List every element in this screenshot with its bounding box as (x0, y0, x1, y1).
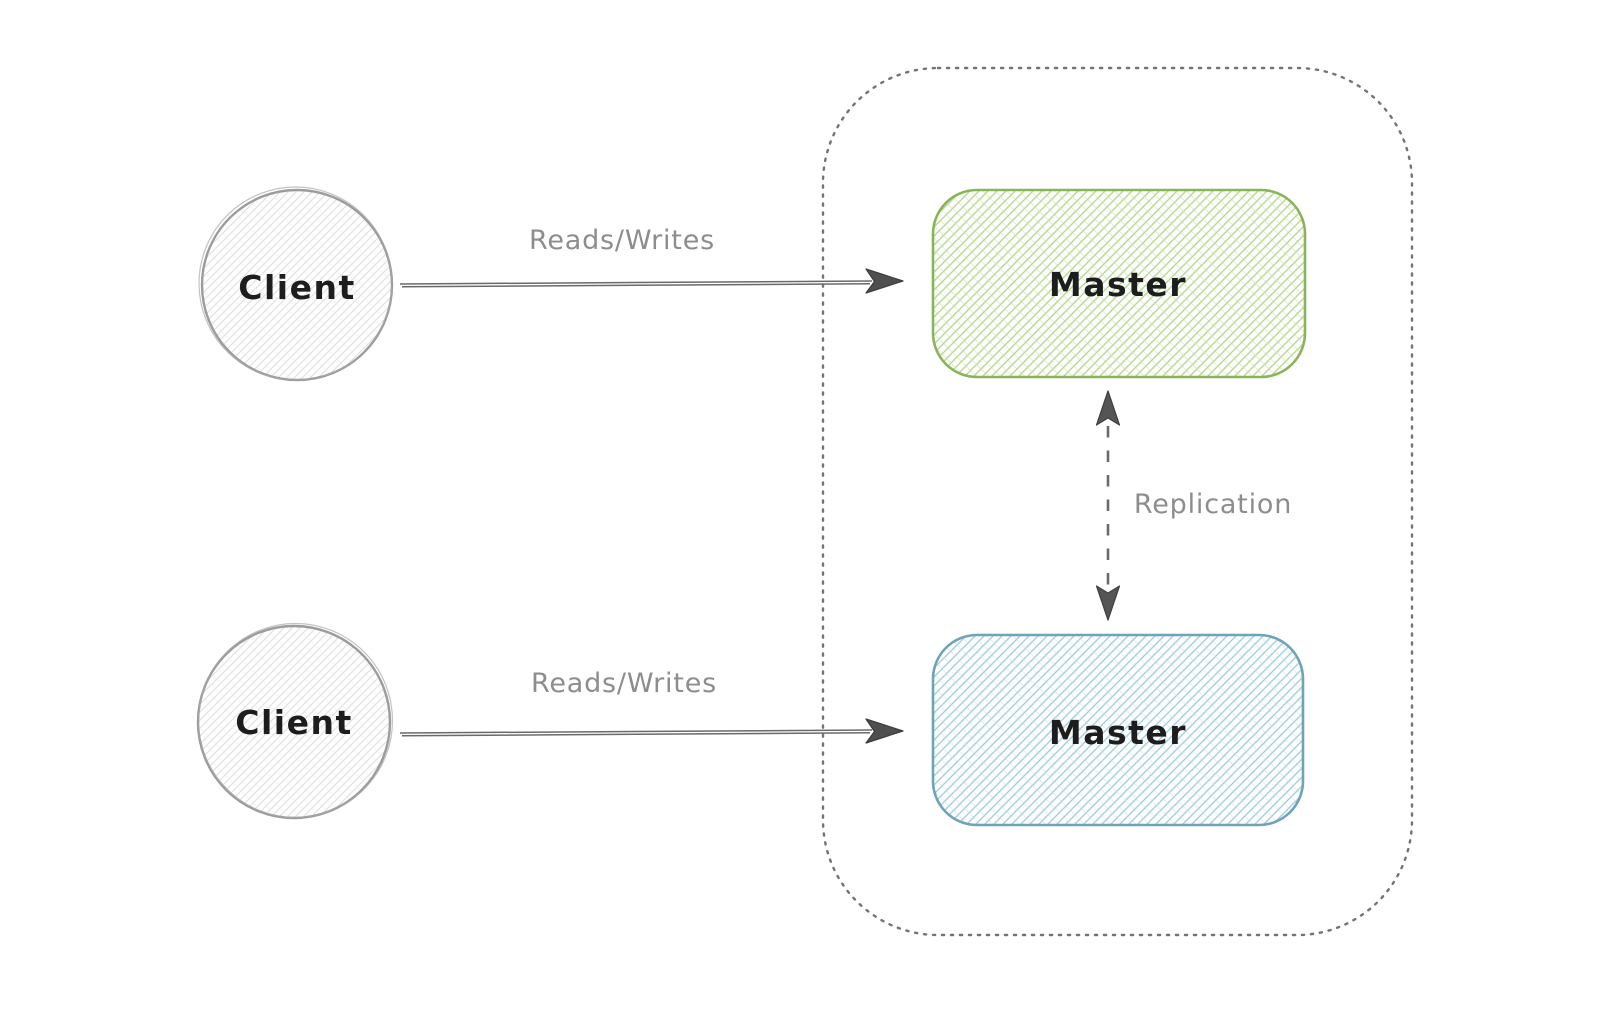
client-bottom-label: Client (235, 703, 353, 742)
edge-reads-writes-bottom-arrowhead-icon (865, 718, 904, 744)
client-top-outline-sketch (198, 186, 393, 381)
master-bottom-label: Master (1049, 713, 1187, 752)
edge-reads-writes-top: Reads/Writes (399, 225, 904, 294)
master-top-label: Master (1049, 265, 1187, 304)
node-client-bottom: Client (196, 622, 394, 820)
client-top-fill-cross (202, 190, 392, 380)
client-bottom-fill-cross (198, 626, 390, 818)
master-bottom-fill-cross (933, 635, 1303, 825)
edge-reads-writes-bottom-shaft-sketch (401, 732, 871, 737)
cluster-masters-boundary (821, 66, 1414, 937)
client-bottom-outline-sketch (197, 622, 394, 819)
edge-reads-writes-top-label: Reads/Writes (529, 225, 715, 256)
edge-replication-arrowhead-up-icon (1095, 390, 1121, 426)
client-top-label: Client (238, 268, 356, 307)
edge-reads-writes-bottom: Reads/Writes (399, 668, 904, 744)
edge-replication-label: Replication (1134, 489, 1292, 520)
node-client-top: Client (198, 186, 394, 382)
node-master-bottom: Master (931, 633, 1305, 827)
cluster-dotted-border (821, 66, 1414, 937)
node-master-top: Master (931, 188, 1307, 379)
edge-replication-arrowhead-down-icon (1095, 585, 1121, 621)
edge-reads-writes-top-arrowhead-icon (865, 268, 904, 294)
edge-reads-writes-top-shaft-sketch (401, 283, 871, 288)
edge-reads-writes-top-shaft (399, 280, 873, 285)
master-bottom-outline (931, 633, 1305, 827)
edge-replication: Replication (1095, 390, 1292, 621)
edge-reads-writes-bottom-label: Reads/Writes (531, 668, 717, 699)
edge-reads-writes-bottom-shaft (399, 729, 873, 734)
master-top-fill-cross (933, 190, 1305, 377)
master-top-outline (931, 188, 1307, 379)
